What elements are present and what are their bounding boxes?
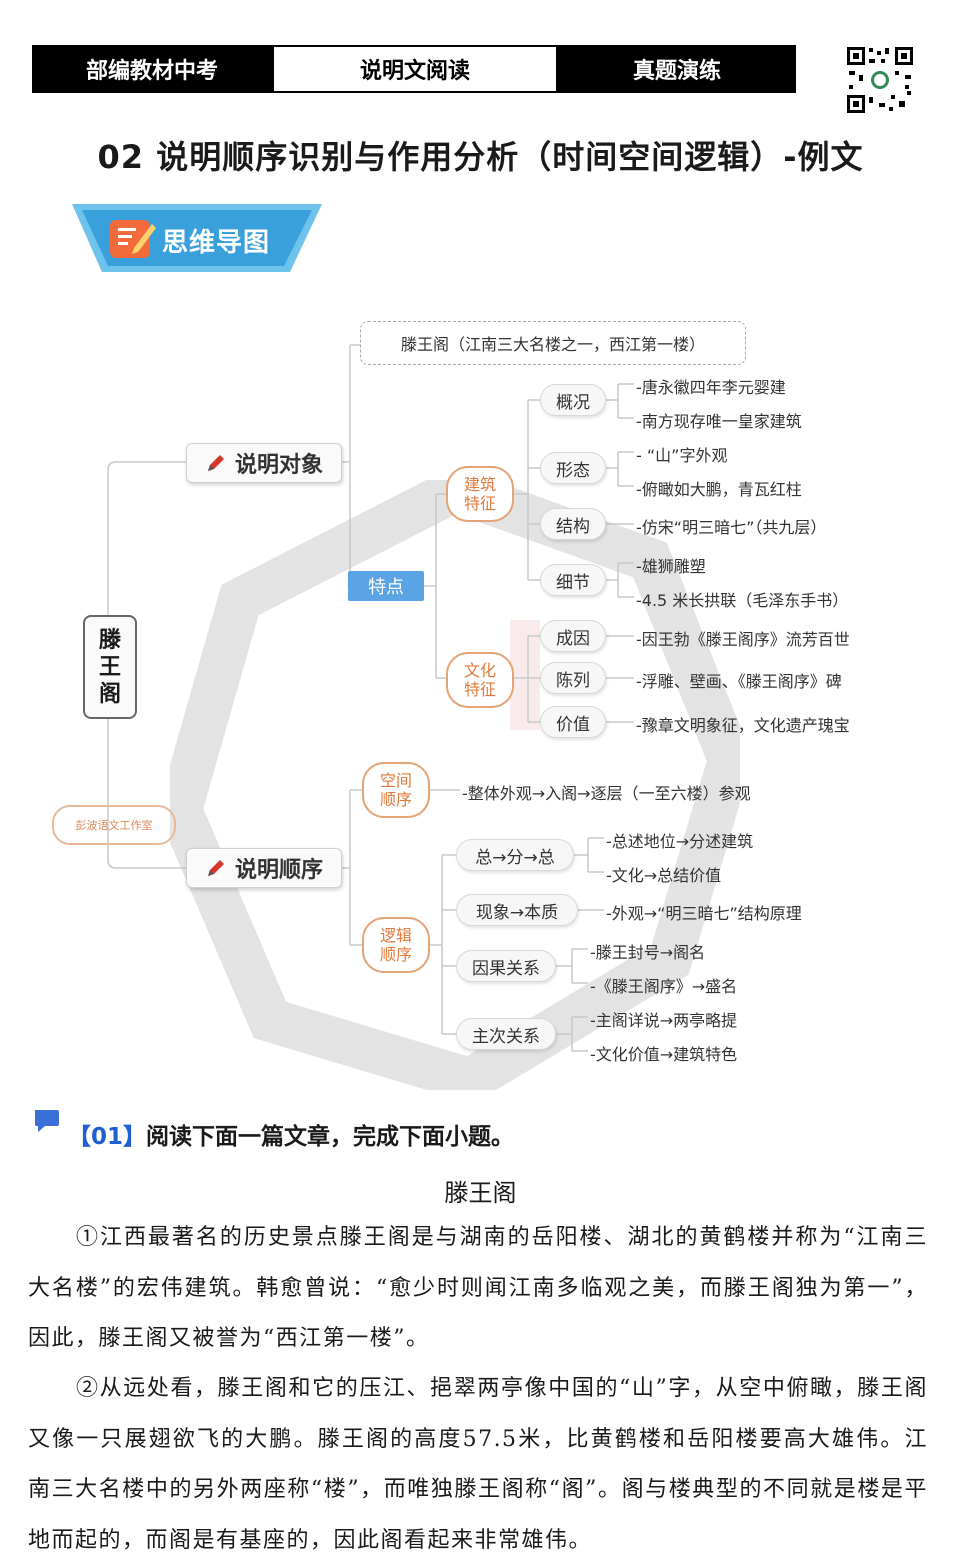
leaf-ce-2: -《滕王阁序》→盛名 xyxy=(590,977,738,996)
node-object[interactable]: 说明对象 xyxy=(186,443,342,483)
leaf-structure-1: -仿宋“明三暗七”（共九层） xyxy=(636,518,827,537)
header-tab-practice[interactable]: 真题演练 xyxy=(558,45,796,93)
node-logic-order[interactable]: 逻辑顺序 xyxy=(362,917,430,973)
article-paragraph-1: ①江西最著名的历史景点滕王阁是与湖南的岳阳楼、湖北的黄鹤楼并称为“江南三大名楼”… xyxy=(28,1225,928,1351)
node-cause-effect[interactable]: 因果关系 xyxy=(456,950,556,982)
node-primary-secondary[interactable]: 主次关系 xyxy=(456,1018,556,1050)
node-overview[interactable]: 概况 xyxy=(540,384,606,416)
leaf-form-1: - “山”字外观 xyxy=(636,446,728,465)
question-line: 【01】阅读下面一篇文章，完成下面小题。 xyxy=(68,1117,514,1151)
node-culture-feature[interactable]: 文化特征 xyxy=(446,652,514,708)
node-feature-tag[interactable]: 特点 xyxy=(348,571,424,601)
leaf-tpt-1: -总述地位→分述建筑 xyxy=(606,832,754,851)
leaf-ce-1: -滕王封号→阁名 xyxy=(590,943,706,962)
node-cause[interactable]: 成因 xyxy=(540,620,606,652)
leaf-display-1: -浮雕、壁画、《滕王阁序》碑 xyxy=(636,672,842,691)
page-title: 02 说明顺序识别与作用分析（时间空间逻辑）-例文 xyxy=(97,138,864,176)
studio-stamp: 彭波语文工作室 xyxy=(52,805,176,845)
node-form[interactable]: 形态 xyxy=(540,452,606,484)
leaf-tpt-2: -文化→总结价值 xyxy=(606,866,722,885)
node-phenomenon-essence[interactable]: 现象→本质 xyxy=(456,894,578,926)
node-detail[interactable]: 细节 xyxy=(540,564,606,596)
node-total-part-total[interactable]: 总→分→总 xyxy=(456,839,574,871)
leaf-detail-2: -4.5 米长拱联（毛泽东手书） xyxy=(636,591,849,610)
node-space-order[interactable]: 空间顺序 xyxy=(362,762,430,818)
leaf-value-1: -豫章文明象征，文化遗产瑰宝 xyxy=(636,716,850,735)
node-order[interactable]: 说明顺序 xyxy=(186,848,342,888)
node-arch-feature[interactable]: 建筑特征 xyxy=(446,466,514,522)
watermark-seal xyxy=(170,480,740,1090)
leaf-form-2: -俯瞰如大鹏，青瓦红柱 xyxy=(636,480,802,499)
pencil-icon xyxy=(207,455,224,471)
article-title: 滕王阁 xyxy=(444,1179,517,1207)
pencil-icon xyxy=(207,860,224,876)
leaf-ps-1: -主阁详说→两亭略提 xyxy=(590,1011,738,1030)
article-paragraph-2: ②从远处看，滕王阁和它的压江、挹翠两亭像中国的“山”字，从空中俯瞰，滕王阁又像一… xyxy=(28,1376,928,1553)
leaf-overview-1: -唐永徽四年李元婴建 xyxy=(636,378,786,397)
header-tab-textbook[interactable]: 部编教材中考 xyxy=(32,45,272,93)
leaf-pe-1: -外观→“明三暗七”结构原理 xyxy=(606,904,802,923)
mindmap-banner xyxy=(72,204,322,272)
leaf-cause-1: -因王勃《滕王阁序》流芳百世 xyxy=(636,630,850,649)
header-tab-expository[interactable]: 说明文阅读 xyxy=(272,45,558,93)
mindmap-root[interactable]: 滕 王 阁 xyxy=(83,615,137,719)
node-object-top[interactable]: 滕王阁（江南三大名楼之一，西江第一楼） xyxy=(360,321,746,365)
leaf-ps-2: -文化价值→建筑特色 xyxy=(590,1045,738,1064)
banner-label: 思维导图 xyxy=(162,228,271,258)
question-number: 【01】 xyxy=(68,1124,147,1150)
node-structure[interactable]: 结构 xyxy=(540,508,606,540)
mindmap-connectors xyxy=(107,344,634,1052)
leaf-space-1: -整体外观→入阁→逐层（一至六楼）参观 xyxy=(462,784,751,803)
leaf-detail-1: -雄狮雕塑 xyxy=(636,557,706,576)
node-display[interactable]: 陈列 xyxy=(540,662,606,694)
comment-icon xyxy=(35,1110,59,1132)
question-text: 阅读下面一篇文章，完成下面小题。 xyxy=(146,1124,515,1150)
node-value[interactable]: 价值 xyxy=(540,706,606,738)
qr-code-icon[interactable] xyxy=(845,45,915,115)
leaf-overview-2: -南方现存唯一皇家建筑 xyxy=(636,412,802,431)
